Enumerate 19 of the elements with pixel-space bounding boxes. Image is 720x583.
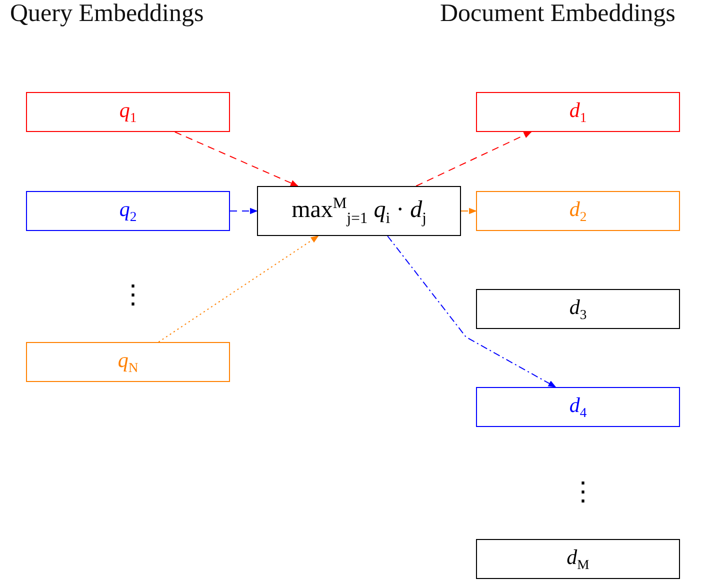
embedding-box: d$_{1}$ — [476, 92, 680, 132]
column-heading: Query Embeddings — [10, 0, 204, 28]
arrow — [416, 132, 532, 186]
ellipsis: ⋮ — [570, 479, 596, 505]
arrow — [230, 208, 258, 214]
embedding-box: d$_{M}$ — [476, 539, 680, 579]
embedding-box: q$_{1}$ — [26, 92, 230, 132]
operation-box: max$^{M}$$_{j=1}$ q$_{i}$ · d$_{j}$ — [257, 186, 461, 236]
column-heading: Document Embeddings — [440, 0, 676, 28]
arrow — [387, 236, 556, 388]
embedding-box: d$_{3}$ — [476, 289, 680, 329]
arrow — [460, 208, 477, 214]
embedding-box: q$_{N}$ — [26, 342, 230, 382]
embedding-box: q$_{2}$ — [26, 191, 230, 231]
embedding-box: d$_{2}$ — [476, 191, 680, 231]
arrow — [158, 236, 319, 342]
embedding-box: d$_{4}$ — [476, 387, 680, 427]
ellipsis: ⋮ — [120, 282, 146, 308]
arrow — [174, 132, 299, 186]
